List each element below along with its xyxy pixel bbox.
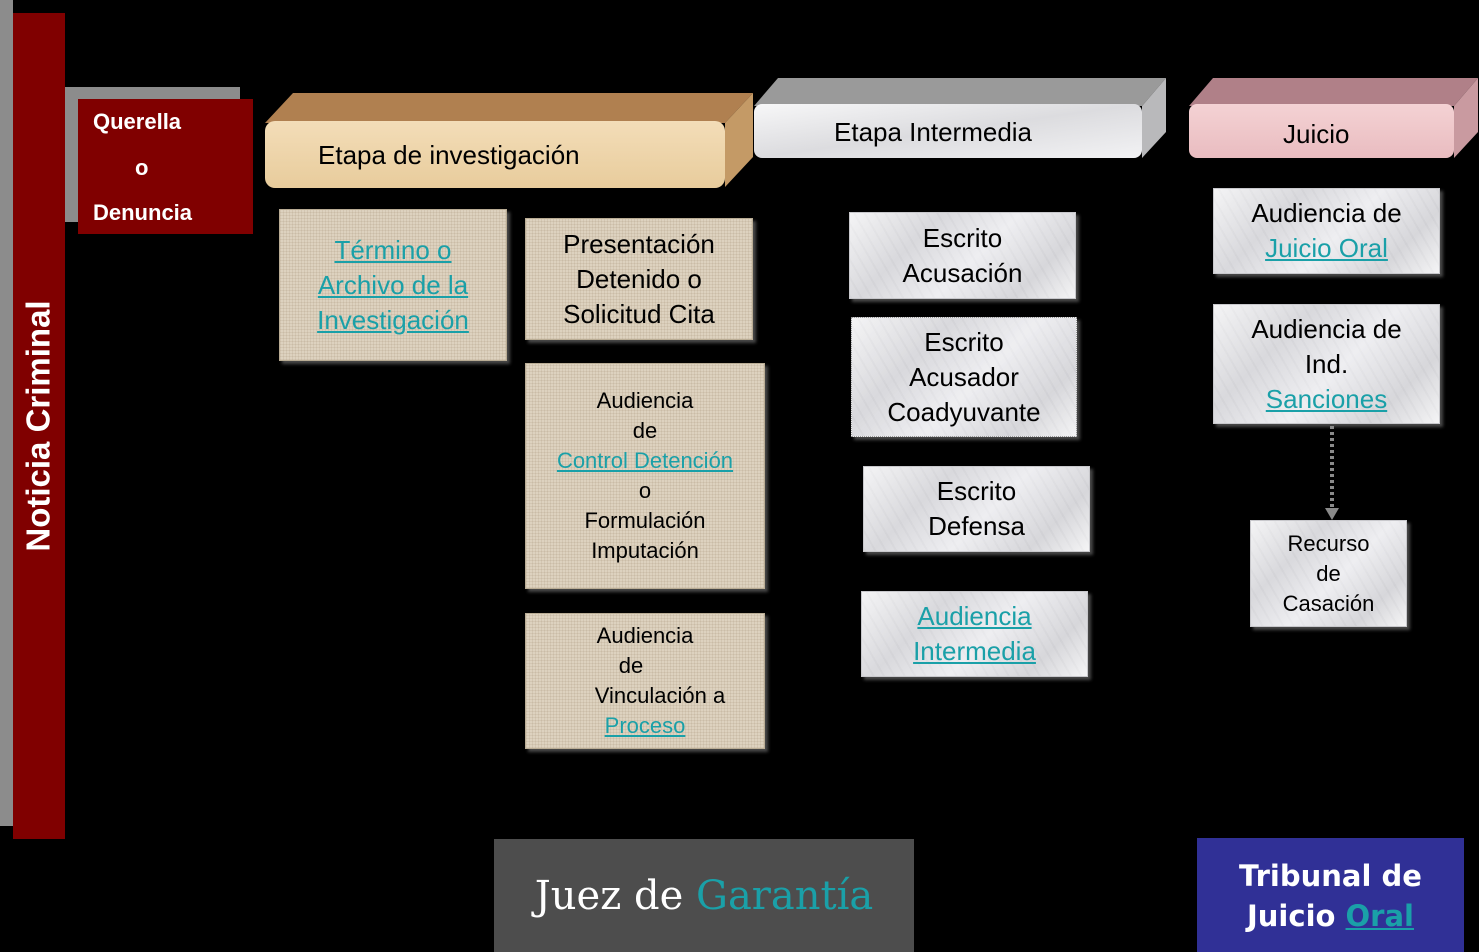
left-gray-strip bbox=[0, 0, 13, 826]
oral-link[interactable]: Oral bbox=[1345, 899, 1414, 933]
vinculacion-line3: Vinculación a bbox=[594, 683, 726, 708]
audiencia-intermedia-link2[interactable]: Intermedia bbox=[913, 636, 1036, 666]
juez-prefix: Juez de bbox=[534, 872, 696, 919]
escrito-defensa-box: Escrito Defensa bbox=[863, 466, 1090, 552]
vinculacion-proceso-box: Audiencia de Vinculación a Proceso bbox=[525, 613, 765, 749]
juez-garantia-box: Juez de Garantía bbox=[494, 839, 914, 952]
audiencia-intermedia-box[interactable]: Audiencia Intermedia bbox=[861, 591, 1088, 677]
noticia-criminal-label-wrap: Noticia Criminal bbox=[13, 13, 65, 839]
escrito-coadyuvante-box: Escrito Acusador Coadyuvante bbox=[851, 317, 1077, 437]
control-line1: Audiencia bbox=[596, 388, 694, 413]
termino-link-line2[interactable]: Archivo de la bbox=[317, 269, 469, 300]
casacion-line2: de bbox=[1316, 560, 1341, 586]
stage-intermedia-label: Etapa Intermedia bbox=[834, 117, 1033, 147]
tribunal-prefix: Juicio bbox=[1247, 899, 1346, 933]
defensa-line2: Defensa bbox=[928, 511, 1025, 541]
acusacion-line2: Acusación bbox=[902, 257, 1023, 288]
querella-denuncia-box: Querella o Denuncia bbox=[78, 99, 253, 234]
dotted-arrow bbox=[1325, 426, 1339, 520]
presentacion-line2: Detenido o bbox=[576, 263, 702, 294]
casacion-line1: Recurso bbox=[1287, 530, 1370, 556]
juicio-oral-link[interactable]: Juicio Oral bbox=[1265, 233, 1388, 263]
querella-o-label: o bbox=[135, 155, 149, 180]
sanciones-link[interactable]: Sanciones bbox=[1265, 383, 1388, 414]
control-detencion-box: Audiencia de Control Detención o Formula… bbox=[525, 363, 765, 589]
presentacion-line1: Presentación bbox=[563, 228, 715, 259]
proceso-link[interactable]: Proceso bbox=[604, 713, 686, 738]
vinculacion-line1: Audiencia bbox=[596, 623, 694, 648]
stage-investigacion-header bbox=[265, 93, 753, 188]
control-line6: Imputación bbox=[591, 538, 699, 563]
juicio-oral-box: Audiencia de Juicio Oral bbox=[1213, 188, 1440, 274]
control-line2: de bbox=[632, 418, 658, 443]
noticia-criminal-bar bbox=[13, 13, 65, 839]
control-line4: o bbox=[638, 478, 652, 503]
control-detencion-link[interactable]: Control Detención bbox=[556, 448, 734, 473]
termino-link-line1[interactable]: Término o bbox=[334, 234, 452, 265]
casacion-line3: Casación bbox=[1282, 590, 1375, 616]
stage-juicio-header bbox=[1189, 78, 1478, 158]
presentacion-detenido-box: Presentación Detenido o Solicitud Cita bbox=[525, 218, 753, 340]
tribunal-line1: Tribunal de bbox=[1239, 859, 1422, 893]
tribunal-juicio-oral-box: Tribunal de Juicio Oral bbox=[1197, 838, 1464, 952]
juicio-oral-line1: Audiencia de bbox=[1251, 198, 1402, 228]
coadyuvante-line1: Escrito bbox=[924, 326, 1004, 357]
noticia-criminal-label: Noticia Criminal bbox=[20, 300, 58, 552]
audiencia-intermedia-link1[interactable]: Audiencia bbox=[917, 601, 1032, 631]
termino-link-line3[interactable]: Investigación bbox=[317, 304, 469, 335]
defensa-line1: Escrito bbox=[936, 476, 1017, 506]
escrito-acusacion-box: Escrito Acusación bbox=[849, 212, 1076, 299]
sanciones-line2: Ind. bbox=[1304, 348, 1349, 379]
acusacion-line1: Escrito bbox=[922, 222, 1003, 253]
sanciones-line1: Audiencia de bbox=[1251, 313, 1402, 344]
termino-archivo-box[interactable]: Término o Archivo de la Investigación bbox=[279, 209, 507, 361]
stage-intermedia-header bbox=[754, 78, 1166, 158]
casacion-box: Recurso de Casación bbox=[1250, 520, 1407, 627]
coadyuvante-line2: Acusador bbox=[909, 361, 1019, 392]
stage-investigacion-label: Etapa de investigación bbox=[318, 140, 580, 170]
garantia-link[interactable]: Garantía bbox=[696, 872, 874, 919]
stage-juicio-label: Juicio bbox=[1283, 119, 1350, 149]
control-line5: Formulación bbox=[584, 508, 706, 533]
denuncia-label: Denuncia bbox=[93, 200, 193, 225]
querella-label: Querella bbox=[93, 109, 182, 134]
coadyuvante-line3: Coadyuvante bbox=[887, 396, 1041, 427]
presentacion-line3: Solicitud Cita bbox=[563, 298, 715, 329]
sanciones-box: Audiencia de Ind. Sanciones bbox=[1213, 304, 1440, 424]
vinculacion-line2: de bbox=[618, 653, 644, 678]
